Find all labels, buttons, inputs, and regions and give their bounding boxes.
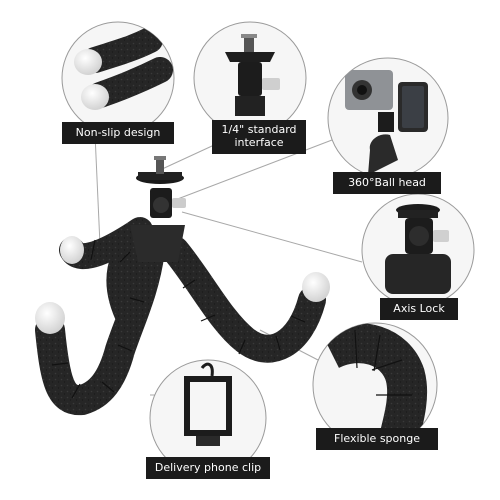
- leg-tip-left: [60, 236, 84, 264]
- tripod-hub: [130, 225, 185, 262]
- callout-phoneclip-label: Delivery phone clip: [146, 457, 270, 479]
- leg-tip-front: [35, 302, 65, 334]
- callout-axislock-label: Axis Lock: [380, 298, 458, 320]
- detail-circle-phoneclip: [149, 359, 267, 477]
- callout-interface-label: 1/4" standard interface: [212, 120, 306, 154]
- callout-nonslip-label: Non-slip design: [62, 122, 174, 144]
- detail-circle-ballhead: [327, 57, 449, 179]
- leg-tip-right: [302, 272, 330, 302]
- callout-sponge-label: Flexible sponge: [316, 428, 438, 450]
- tripod-main: [35, 156, 330, 416]
- front-leg: [35, 235, 165, 416]
- screw-mount: [156, 158, 164, 174]
- foam-segments: [51, 239, 306, 399]
- detail-circle-axislock: [361, 193, 475, 307]
- right-leg: [161, 236, 326, 363]
- detail-circle-interface: [193, 21, 307, 135]
- detail-circle-nonslip: [61, 21, 175, 135]
- axis-lock-knob: [172, 198, 186, 208]
- callout-ballhead-label: 360°Ball head: [333, 172, 441, 194]
